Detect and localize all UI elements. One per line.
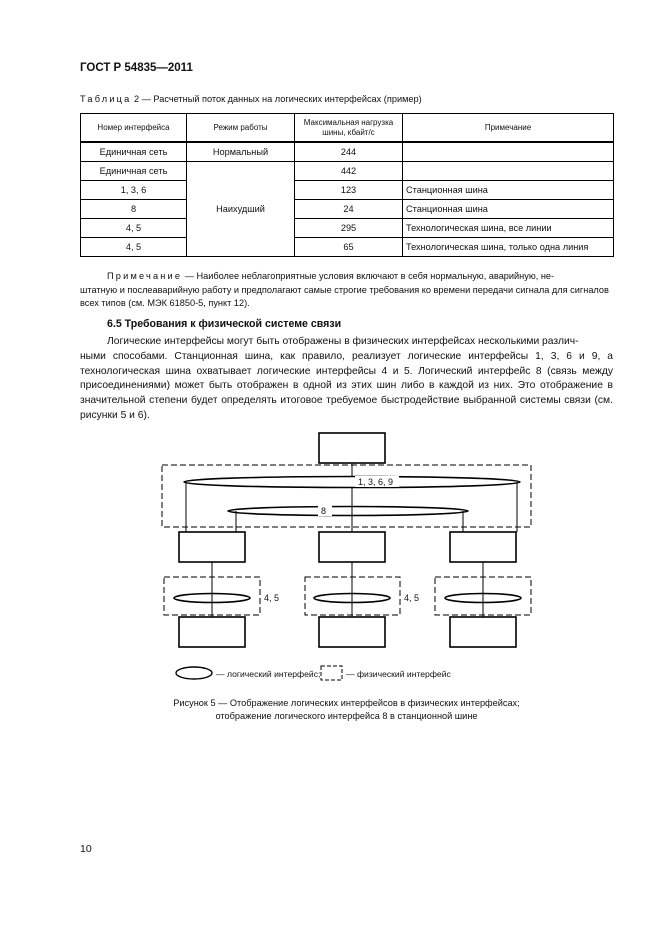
figure-5-diagram: 1, 3, 6, 9 8 4, 5 4, 5 — логический инте… bbox=[161, 432, 532, 681]
note-label: Примечание bbox=[107, 271, 183, 281]
cell-load: 442 bbox=[294, 161, 403, 181]
table-row: 8 24 Станционная шина bbox=[80, 199, 614, 219]
header-remark: Примечание bbox=[402, 113, 614, 143]
top-device-box bbox=[318, 432, 386, 464]
station-bus-label: 1, 3, 6, 9 bbox=[358, 477, 393, 487]
document-header: ГОСТ Р 54835—2011 bbox=[80, 62, 193, 74]
figure-caption: Рисунок 5 — Отображение логических интер… bbox=[80, 697, 613, 722]
cell-remark: Станционная шина bbox=[402, 180, 614, 200]
process-physical-interface-1 bbox=[163, 576, 261, 616]
process-bus-ellipse-2 bbox=[313, 592, 391, 604]
cell-remark: Технологическая шина, все линии bbox=[402, 218, 614, 238]
cell-interface: 8 bbox=[80, 199, 187, 219]
interbay-label: 8 bbox=[321, 506, 326, 516]
process-device-box-1 bbox=[178, 616, 246, 648]
station-physical-interface bbox=[161, 464, 532, 528]
process-physical-interface-3 bbox=[434, 576, 532, 616]
cell-interface: 4, 5 bbox=[80, 218, 187, 238]
header-mode: Режим работы bbox=[186, 113, 295, 143]
table-caption-number: 2 bbox=[134, 94, 140, 104]
cell-mode: Нормальный bbox=[186, 141, 295, 162]
cell-load: 123 bbox=[294, 180, 403, 200]
process-device-box-3 bbox=[449, 616, 517, 648]
figure-caption-line1: Рисунок 5 — Отображение логических интер… bbox=[173, 698, 520, 708]
cell-load: 24 bbox=[294, 199, 403, 219]
legend-logical-ellipse bbox=[175, 666, 213, 680]
cell-load: 65 bbox=[294, 237, 403, 257]
cell-remark: Технологическая шина, только одна линия bbox=[402, 237, 614, 257]
cell-interface: 4, 5 bbox=[80, 237, 187, 257]
section-heading: 6.5 Требования к физической системе связ… bbox=[107, 318, 342, 330]
figure-caption-line2: отображение логического интерфейса 8 в с… bbox=[215, 710, 478, 721]
cell-remark: Станционная шина bbox=[402, 199, 614, 219]
table-caption: Таблица 2 — Расчетный поток данных на ло… bbox=[80, 94, 422, 104]
process-device-box-2 bbox=[318, 616, 386, 648]
bay1-device-box bbox=[178, 531, 246, 563]
paragraph-first-line: Логические интерфейсы могут быть отображ… bbox=[107, 336, 579, 347]
process-physical-interface-2 bbox=[304, 576, 401, 616]
process-bus-label-1: 4, 5 bbox=[264, 593, 279, 603]
note-text-rest: штатную и послеаварийную работу и предпо… bbox=[80, 284, 609, 309]
table-header-row: Номер интерфейса Режим работы Максимальн… bbox=[80, 113, 614, 143]
header-interface: Номер интерфейса bbox=[80, 113, 187, 143]
cell-remark bbox=[402, 161, 614, 181]
bay3-device-box bbox=[449, 531, 517, 563]
cell-interface: 1, 3, 6 bbox=[80, 180, 187, 200]
process-bus-ellipse-1 bbox=[173, 592, 251, 604]
table-caption-prefix: Таблица bbox=[80, 94, 132, 104]
cell-interface: Единичная сеть bbox=[80, 161, 187, 181]
process-bus-label-2: 4, 5 bbox=[404, 593, 419, 603]
cell-interface: Единичная сеть bbox=[80, 141, 187, 162]
data-flow-table: Номер интерфейса Режим работы Максимальн… bbox=[80, 113, 614, 257]
page-number: 10 bbox=[80, 843, 92, 855]
station-bus-ellipse bbox=[183, 475, 521, 489]
note-text-first: — Наиболее неблагоприятные условия включ… bbox=[182, 271, 555, 281]
body-paragraph: Логические интерфейсы могут быть отображ… bbox=[80, 335, 613, 424]
process-bus-ellipse-3 bbox=[444, 592, 522, 604]
cell-load: 295 bbox=[294, 218, 403, 238]
interbay-ellipse bbox=[227, 505, 469, 517]
table-row: Единичная сеть Нормальный 244 bbox=[80, 141, 614, 162]
table-row: Единичная сеть Наихудший 442 bbox=[80, 161, 614, 257]
table-row: 4, 5 65 Технологическая шина, только одн… bbox=[80, 237, 614, 257]
table-caption-text: — Расчетный поток данных на логических и… bbox=[139, 94, 422, 104]
legend-logical-text: — логический интерфейс; bbox=[216, 669, 320, 679]
bay2-device-box bbox=[318, 531, 386, 563]
header-load: Максимальная нагрузка шины, кбайт/с bbox=[294, 113, 403, 143]
cell-mode-merged: Наихудший bbox=[186, 161, 295, 257]
cell-remark bbox=[402, 141, 614, 162]
table-row: 4, 5 295 Технологическая шина, все линии bbox=[80, 218, 614, 238]
paragraph-rest: ными способами. Станционная шина, как пр… bbox=[80, 350, 613, 421]
table-row: 1, 3, 6 123 Станционная шина bbox=[80, 180, 614, 200]
cell-load: 244 bbox=[294, 141, 403, 162]
legend-physical-rect bbox=[320, 665, 343, 681]
legend-physical-text: — физический интерфейс bbox=[346, 669, 451, 679]
table-note: Примечание — Наиболее неблагоприятные ус… bbox=[80, 270, 613, 311]
